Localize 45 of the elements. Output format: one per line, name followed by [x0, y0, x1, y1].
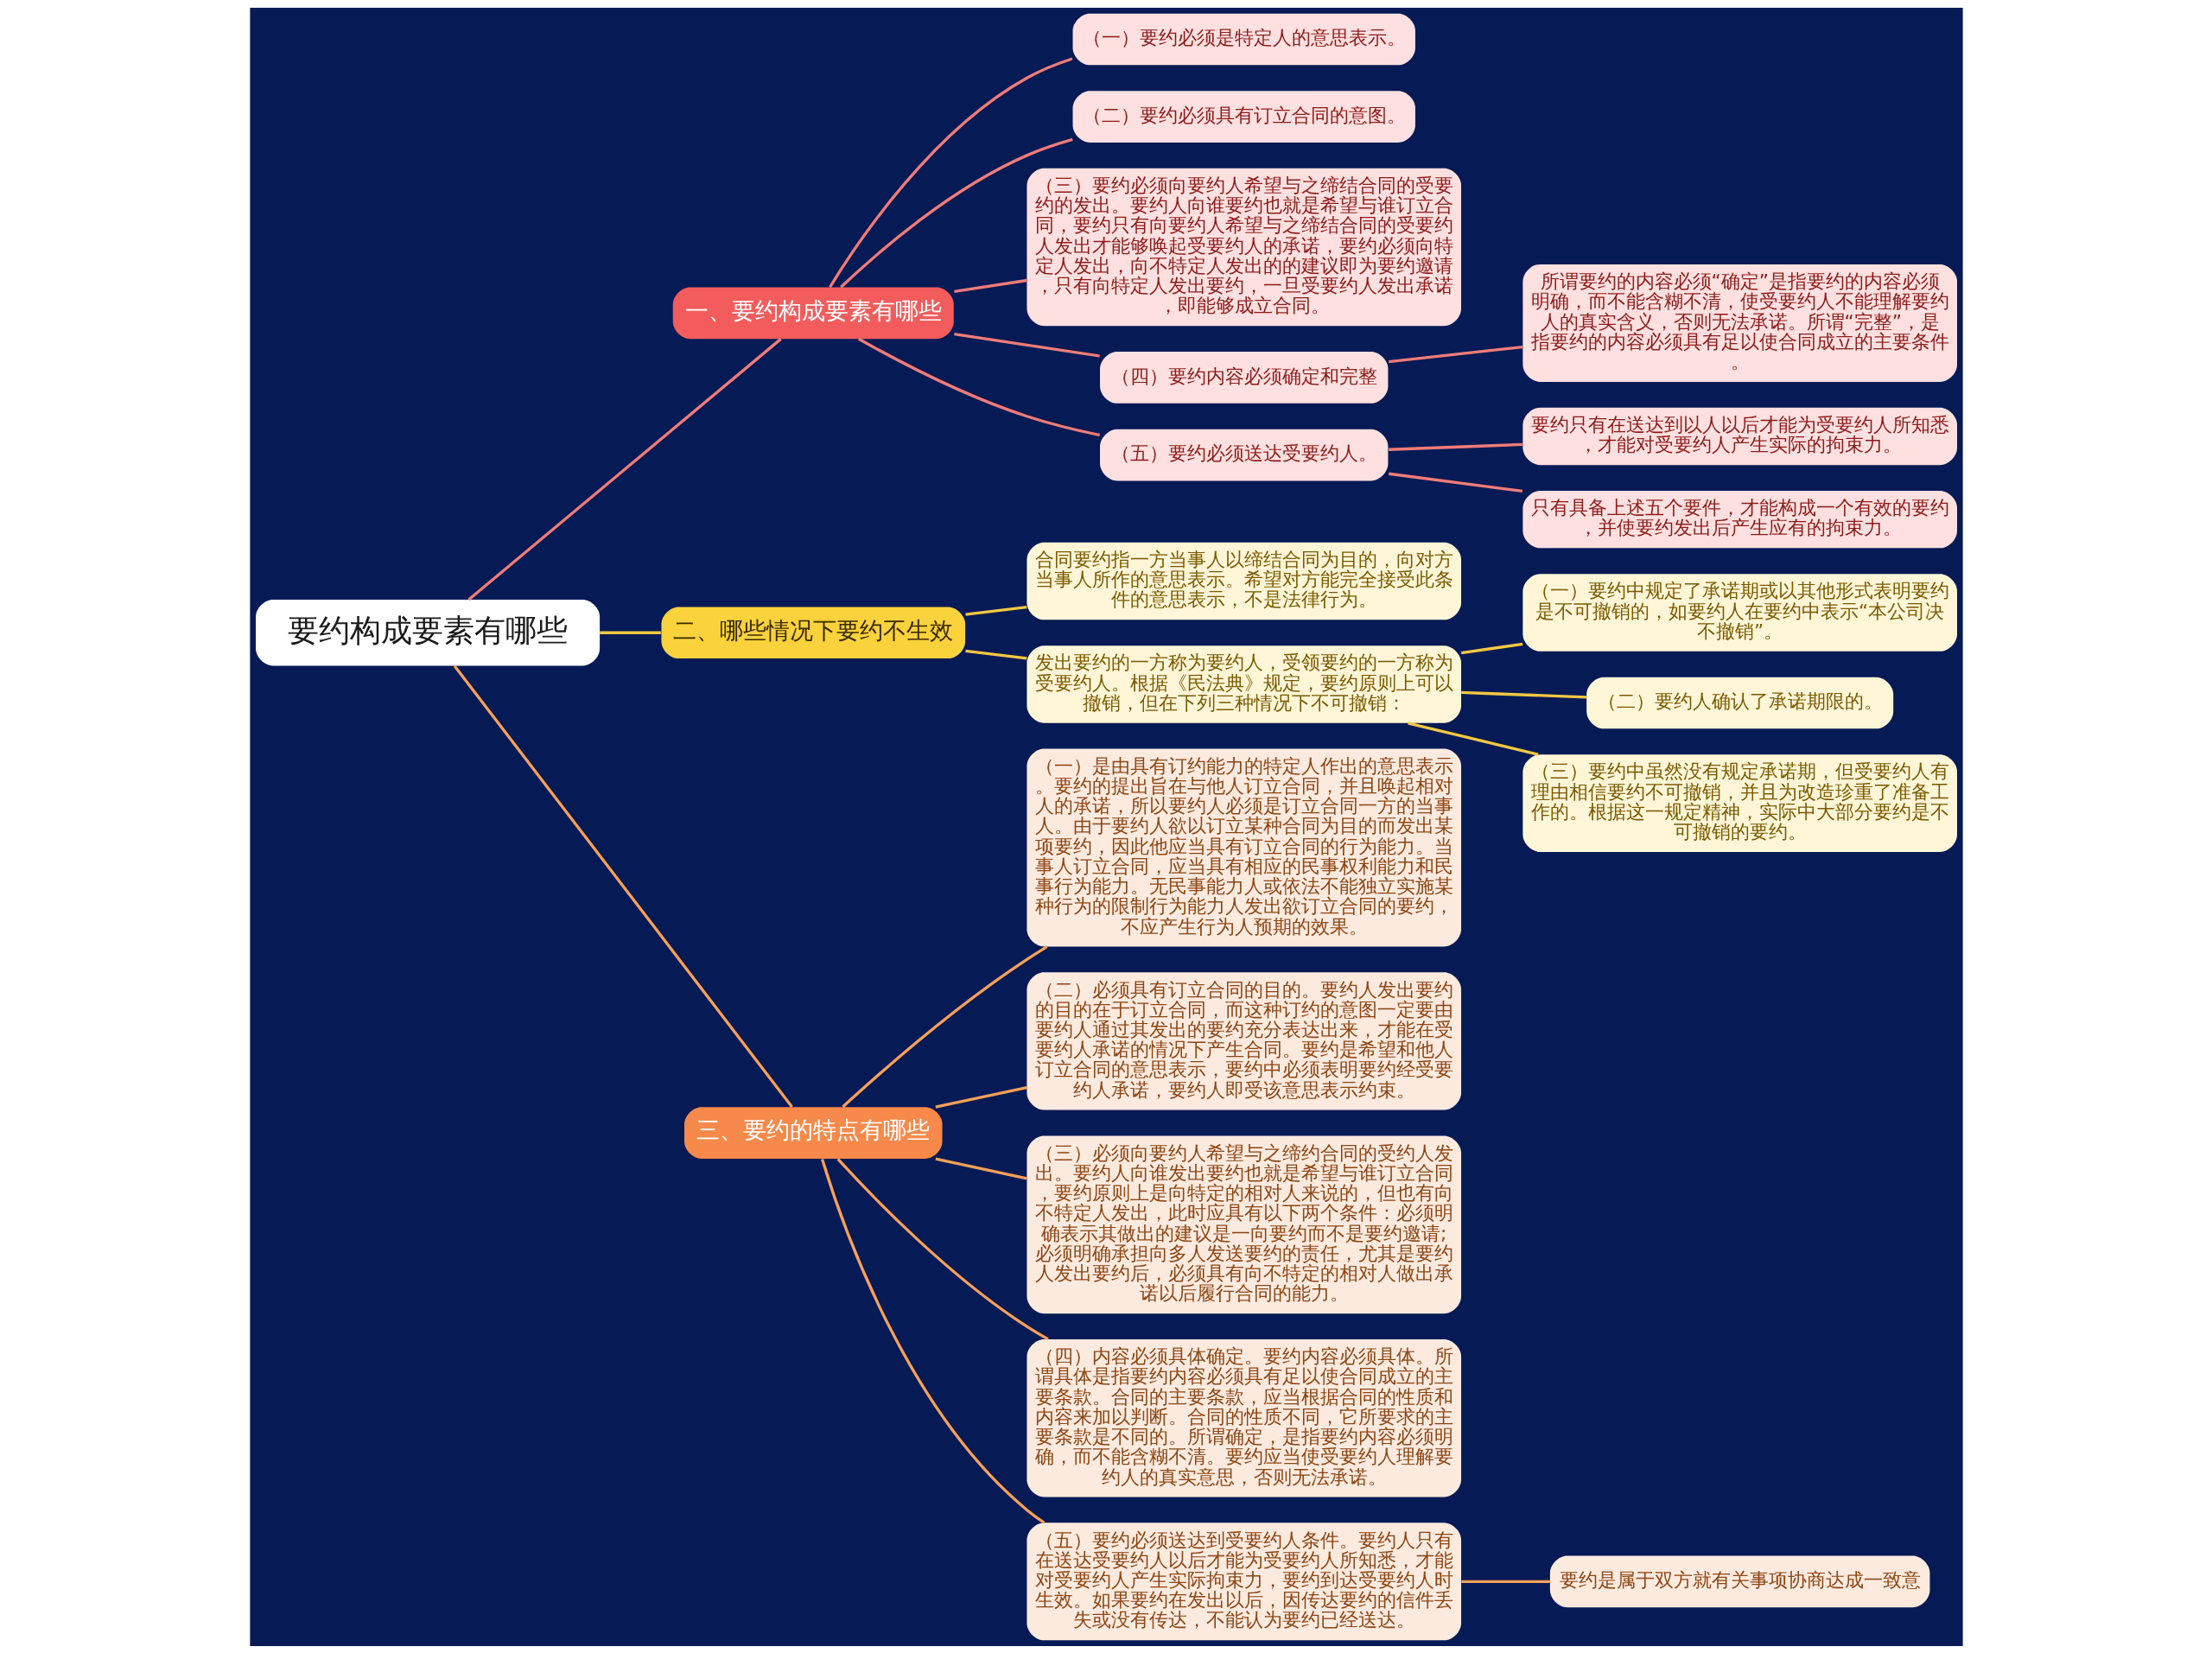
node-box: （四）要约内容必须确定和完整	[1099, 351, 1388, 404]
connector	[839, 137, 1073, 288]
node-box: 所谓要约的内容必须“确定”是指要约的内容必须明确，而不能含糊不清，使受要约人不能理解要约人的真实含义，否则无法承诺。所谓“完整”，是指要约的内容必须具有足以使合同成立的主要条件。	[1522, 264, 1957, 382]
connector	[841, 944, 1047, 1108]
connector	[1388, 442, 1522, 451]
connector	[836, 1157, 1049, 1340]
node-box: （五）要约必须送达受要约人。	[1099, 429, 1388, 480]
connector	[1407, 721, 1539, 756]
connector	[820, 1158, 1045, 1523]
connector	[1460, 690, 1586, 698]
connector	[935, 1157, 1027, 1179]
node-box: （三）要约必须向要约人希望与之缔结合同的受要约的发出。要约人向谁要约也就是希望与谁订立合同，要约只有向要约人希望与之缔结合同的受要约人发出才能够唤起受要约人的承诺，要约必须向特定人发出，向不特定人发出的的建议即为要约邀请，只有向特定人发出要约，一旦受要约人发出承诺，即能够成立合同。	[1026, 168, 1461, 326]
node-box: 二、哪些情况下要约不生效	[660, 606, 965, 658]
node-box: 三、要约的特点有哪些	[683, 1106, 943, 1159]
connector	[857, 337, 1100, 436]
node-box: （一）是由具有订约能力的特定人作出的意思表示。要约的提出旨在与他人订立合同，并且唤起相对人的承诺，所以要约人必须是订立合同一方的当事人。由于要约人欲以订立某种合同为目的而发出某项要约，因此他应当具有订立合同的行为能力。当事人订立合同，应当具有相应的民事权利能力和民事行为能力。无民事能力人或依法不能独立实施某种行为的限制行为能力人发出欲订立合同的要约，不应产生行为人预期的效果。	[1026, 748, 1461, 946]
connector	[964, 649, 1027, 659]
node-box: 合同要约指一方当事人以缔结合同为目的，向对方当事人所作的意思表示。希望对方能完全接受此条件的意思表示，不是法律行为。	[1026, 542, 1461, 620]
connector	[453, 664, 793, 1108]
node-box: （一）要约必须是特定人的意思表示。	[1072, 13, 1415, 65]
connector	[467, 337, 782, 601]
node-box: 发出要约的一方称为要约人，受领要约的一方称为受要约人。根据《民法典》规定，要约原则上可以撤销，但在下列三种情况下不可撤销：	[1026, 645, 1461, 723]
connector	[599, 631, 661, 634]
connector	[935, 1085, 1027, 1109]
connector	[828, 56, 1072, 288]
node-box: （五）要约必须送达到受要约人条件。要约人只有在送达受要约人以后才能为受要约人所知悉，才能对受要约人产生实际拘束力，要约到达受要约人时生效。如果要约在发出以后，因传达要约的信件丢失或没有传达，不能认为要约已经送达。	[1026, 1522, 1461, 1640]
node-box: 一、要约构成要素有哪些	[672, 286, 954, 339]
connector	[964, 605, 1027, 616]
node-box: （三）要约中虽然没有规定承诺期，但受要约人有理由相信要约不可撤销，并且为改造珍重了准备工作的。根据这一规定精神，实际中大部分要约是不可撤销的要约。	[1522, 753, 1957, 852]
connector	[1460, 642, 1522, 654]
connector	[1388, 345, 1522, 363]
node-box: 要约只有在送达到以人以后才能为受要约人所知悉，才能对受要约人产生实际的拘束力。	[1522, 407, 1957, 465]
node-box: （二）要约人确认了承诺期限的。	[1586, 677, 1893, 728]
node-box: （二）要约必须具有订立合同的意图。	[1072, 90, 1415, 143]
node-box: 要约是属于双方就有关事项协商达成一致意	[1549, 1555, 1929, 1607]
connector	[1388, 472, 1522, 493]
node-box: 要约构成要素有哪些	[255, 599, 600, 665]
node-box: （二）必须具有订立合同的目的。要约人发出要约的目的在于订立合同，而这种订约的意图一定要由要约人通过其发出的要约充分表达出来，才能在受要约人承诺的情况下产生合同。要约是希望和他人订立合同的意思表示，要约中必须表明要约经受要约人承诺，要约人即受该意思表示约束。	[1026, 971, 1461, 1110]
connector	[953, 332, 1100, 358]
connector	[953, 278, 1027, 293]
node-box: 只有具备上述五个要件，才能构成一个有效的要约，并使要约发出后产生应有的拘束力。	[1522, 490, 1957, 548]
connector	[1460, 1580, 1550, 1583]
node-box: （三）必须向要约人希望与之缔约合同的受约人发出。要约人向谁发出要约也就是希望与谁订立合同，要约原则上是向特定的相对人来说的，但也有向不特定人发出，此时应具有以下两个条件：必须明确表示其做出的建议是一向要约而不是要约邀请;必须明确承担向多人发送要约的责任，尤其是要约人发出要约后，必须具有向不特定的相对人做出承诺以后履行合同的能力。	[1026, 1135, 1461, 1313]
node-box: （四）内容必须具体确定。要约内容必须具体。所谓具体是指要约内容必须具有足以使合同成立的主要条款。合同的主要条款，应当根据合同的性质和内容来加以判断。合同的性质不同，它所要求的主要条款是不同的。所谓确定，是指要约内容必须明确，而不能含糊不清。要约应当使受要约人理解要约人的真实意思，否则无法承诺。	[1026, 1338, 1461, 1497]
node-box: （一）要约中规定了承诺期或以其他形式表明要约是不可撤销的，如要约人在要约中表示“本公司决不撤销”。	[1522, 573, 1957, 652]
